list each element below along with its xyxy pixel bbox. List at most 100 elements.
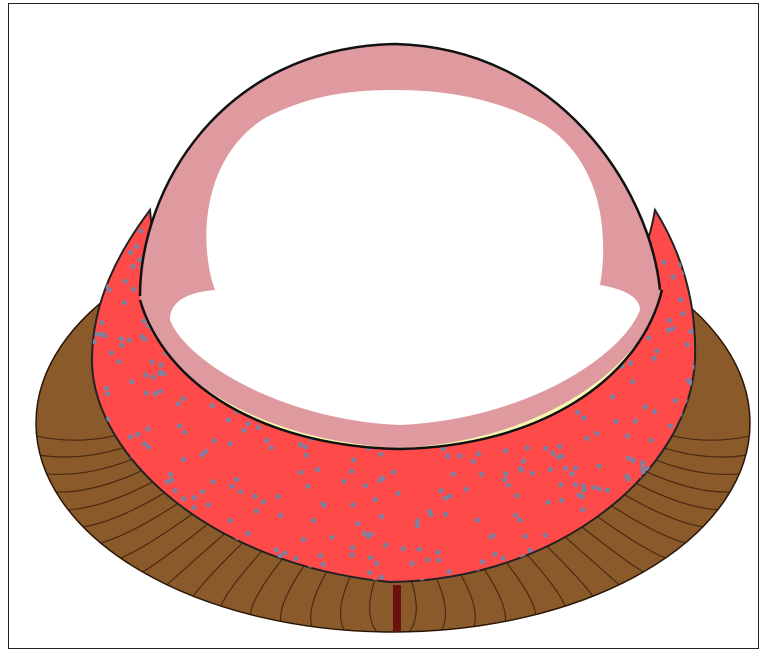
speckle-dot	[168, 472, 173, 477]
speckle-dot	[447, 494, 452, 499]
speckle-dot	[681, 234, 686, 239]
speckle-dot	[246, 421, 251, 426]
speckle-dot	[513, 513, 518, 518]
speckle-dot	[173, 488, 178, 493]
speckle-dot	[212, 438, 217, 443]
speckle-dot	[177, 423, 182, 428]
speckle-dot	[558, 482, 563, 487]
speckle-dot	[548, 467, 553, 472]
speckle-dot	[99, 272, 104, 277]
speckle-dot	[150, 375, 155, 380]
speckle-dot	[667, 203, 672, 208]
speckle-dot	[131, 287, 136, 292]
speckle-dot	[92, 276, 97, 281]
speckle-dot	[673, 398, 678, 403]
speckle-dot	[130, 264, 135, 269]
dome	[140, 44, 662, 449]
speckle-dot	[480, 559, 485, 564]
speckle-dot	[318, 553, 323, 558]
stalk	[393, 585, 401, 631]
speckle-dot	[646, 335, 651, 340]
speckle-dot	[181, 396, 186, 401]
speckle-dot	[228, 518, 233, 523]
speckle-dot	[363, 483, 368, 488]
speckle-dot	[662, 260, 667, 265]
speckle-dot	[500, 556, 505, 561]
speckle-dot	[557, 444, 562, 449]
speckle-dot	[362, 531, 367, 536]
speckle-dot	[368, 555, 373, 560]
speckle-dot	[569, 471, 574, 476]
speckle-dot	[315, 467, 320, 472]
speckle-dot	[261, 499, 266, 504]
speckle-dot	[153, 391, 158, 396]
speckle-dot	[144, 390, 149, 395]
speckle-dot	[192, 495, 197, 500]
speckle-dot	[573, 466, 578, 471]
speckle-dot	[649, 438, 654, 443]
speckle-dot	[667, 318, 672, 323]
speckle-dot	[415, 518, 420, 523]
speckle-dot	[693, 558, 698, 563]
speckle-dot	[436, 558, 441, 563]
speckle-dot	[105, 391, 110, 396]
speckle-dot	[379, 575, 384, 580]
speckle-dot	[150, 359, 155, 364]
speckle-dot	[104, 386, 109, 391]
speckle-dot	[584, 436, 589, 441]
speckle-dot	[374, 561, 379, 566]
speckle-dot	[631, 458, 636, 463]
speckle-dot	[142, 441, 147, 446]
speckle-dot	[427, 509, 432, 514]
speckle-dot	[628, 360, 633, 365]
speckle-dot	[350, 545, 355, 550]
speckle-dot	[252, 494, 257, 499]
speckle-dot	[580, 507, 585, 512]
speckle-dot	[210, 403, 215, 408]
speckle-dot	[278, 513, 283, 518]
speckle-dot	[633, 418, 638, 423]
speckle-dot	[597, 463, 602, 468]
speckle-dot	[134, 244, 139, 249]
speckle-dot	[626, 455, 631, 460]
speckle-dot	[276, 494, 281, 499]
speckle-dot	[457, 453, 462, 458]
speckle-dot	[277, 553, 282, 558]
speckle-dot	[690, 208, 695, 213]
speckle-dot	[563, 466, 568, 471]
speckle-dot	[476, 451, 481, 456]
speckle-dot	[234, 477, 239, 482]
speckle-dot	[303, 444, 308, 449]
speckle-dot	[142, 579, 147, 584]
speckle-dot	[573, 482, 578, 487]
speckle-dot	[550, 451, 555, 456]
speckle-dot	[438, 488, 443, 493]
speckle-dot	[654, 348, 659, 353]
speckle-dot	[378, 452, 383, 457]
speckle-dot	[383, 543, 388, 548]
speckle-dot	[506, 483, 511, 488]
speckle-dot	[367, 570, 372, 575]
speckle-dot	[525, 445, 530, 450]
speckle-dot	[301, 537, 306, 542]
speckle-dot	[99, 320, 104, 325]
speckle-dot	[681, 311, 686, 316]
speckle-dot	[321, 501, 326, 506]
speckle-dot	[677, 205, 682, 210]
speckle-dot	[410, 561, 415, 566]
speckle-dot	[256, 425, 261, 430]
speckle-dot	[158, 389, 163, 394]
speckle-dot	[128, 225, 133, 230]
speckle-dot	[613, 419, 618, 424]
speckle-dot	[368, 531, 373, 536]
speckle-dot	[523, 534, 528, 539]
speckle-dot	[321, 562, 326, 567]
speckle-dot	[518, 466, 523, 471]
speckle-dot	[630, 379, 635, 384]
speckle-dot	[479, 472, 484, 477]
speckle-dot	[145, 426, 150, 431]
speckle-dot	[182, 430, 187, 435]
speckle-dot	[95, 332, 100, 337]
speckle-dot	[349, 469, 354, 474]
speckle-dot	[597, 486, 602, 491]
